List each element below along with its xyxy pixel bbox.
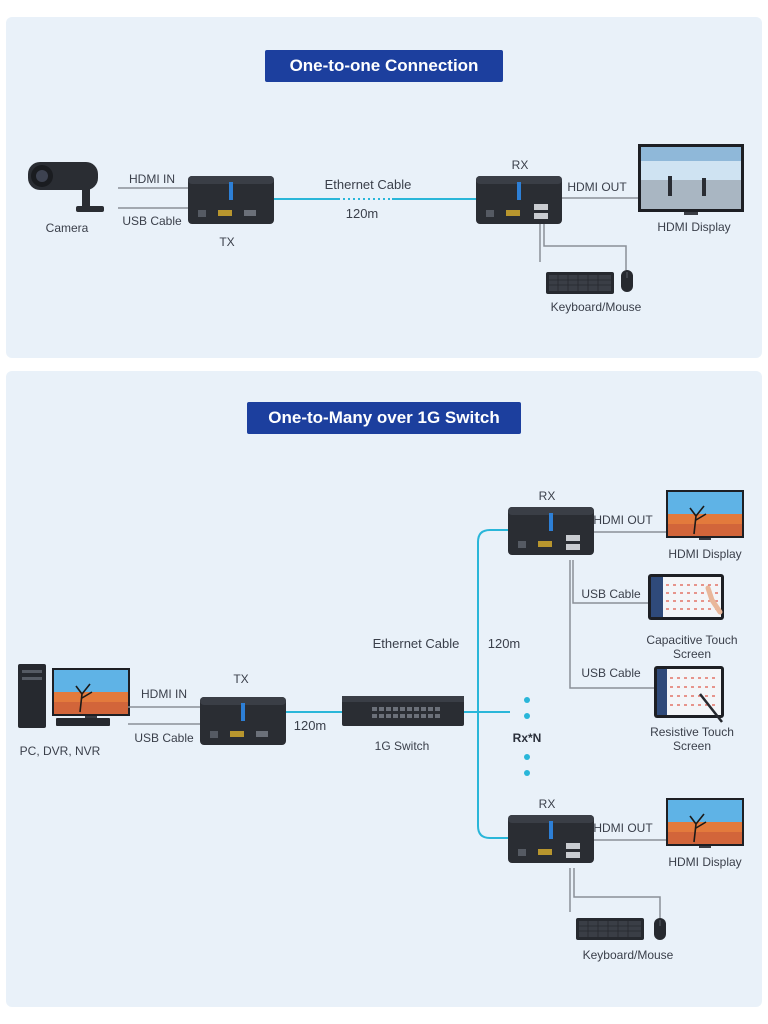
hdmi-out-bottom-label: HDMI OUT <box>593 821 653 835</box>
mouse-icon <box>620 269 634 293</box>
hdmi-display-bottom-icon <box>665 797 745 849</box>
distance-rx-label: 120m <box>487 636 521 651</box>
keyboard-icon <box>545 271 615 295</box>
rx-label: RX <box>511 158 529 172</box>
capacitive-screen-label: Screen <box>672 647 712 661</box>
switch-icon <box>342 696 464 726</box>
usb-cable-label-3: USB Cable <box>581 587 641 601</box>
mouse-icon-2 <box>653 917 667 941</box>
hdmi-display-icon <box>638 144 744 215</box>
hdmi-in-label: HDMI IN <box>129 172 175 186</box>
keyboard-mouse-label-2: Keyboard/Mouse <box>582 948 674 962</box>
hdmi-display-label: HDMI Display <box>657 220 731 234</box>
ethernet-cable-label-2: Ethernet Cable <box>372 636 460 651</box>
capacitive-touch-screen-icon <box>648 574 724 620</box>
source-label: PC, DVR, NVR <box>19 744 101 758</box>
tx-label: TX <box>219 235 235 249</box>
camera-label: Camera <box>45 221 89 235</box>
usb-cable-label-2: USB Cable <box>134 731 194 745</box>
rx-bottom-label: RX <box>538 797 556 811</box>
tx-label-2: TX <box>233 672 249 686</box>
rx-top-label: RX <box>538 489 556 503</box>
rx-device-icon <box>476 176 562 224</box>
hdmi-display-top-icon <box>665 489 745 541</box>
keyboard-mouse-label: Keyboard/Mouse <box>550 300 642 314</box>
hdmi-out-top-label: HDMI OUT <box>593 513 653 527</box>
rx-count-label: Rx*N <box>512 731 542 745</box>
hdmi-out-label: HDMI OUT <box>567 180 627 194</box>
usb-cable-label: USB Cable <box>122 214 182 228</box>
resistive-touch-label: Resistive Touch <box>650 725 734 739</box>
ethernet-cable-label: Ethernet Cable <box>324 177 412 192</box>
one-to-one-title: One-to-one Connection <box>265 50 503 82</box>
keyboard-icon-2 <box>575 917 645 941</box>
rx-top-device-icon <box>508 507 594 555</box>
hdmi-display-top-label: HDMI Display <box>668 547 742 561</box>
capacitive-touch-label: Capacitive Touch <box>646 633 738 647</box>
pc-icon <box>18 664 131 728</box>
usb-cable-label-4: USB Cable <box>581 666 641 680</box>
hdmi-in-label-2: HDMI IN <box>141 687 187 701</box>
rx-bottom-device-icon <box>508 815 594 863</box>
one-to-many-title: One-to-Many over 1G Switch <box>247 402 521 434</box>
tx-device-icon <box>188 176 274 224</box>
resistive-screen-label: Screen <box>672 739 712 753</box>
distance-label: 120m <box>345 206 379 221</box>
hdmi-display-bottom-label: HDMI Display <box>668 855 742 869</box>
tx-device-icon-2 <box>200 697 286 745</box>
one-to-many-panel <box>6 371 762 1007</box>
more-receivers-dots <box>524 697 530 776</box>
distance-tx-label: 120m <box>293 718 327 733</box>
camera-icon <box>28 162 104 212</box>
switch-label: 1G Switch <box>374 739 430 753</box>
resistive-touch-screen-icon <box>654 666 724 723</box>
